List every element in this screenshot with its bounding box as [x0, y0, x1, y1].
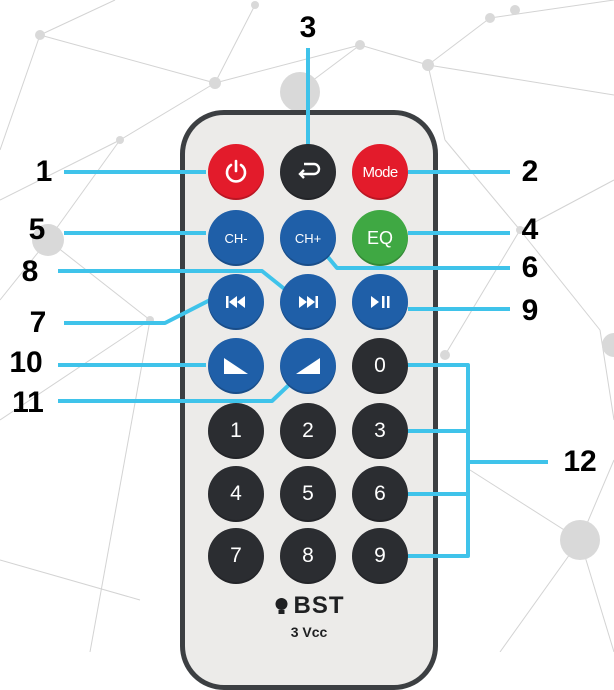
bulb-logo-icon — [275, 598, 288, 614]
callout-7: 7 — [29, 306, 47, 339]
play-pause-button[interactable] — [352, 274, 408, 330]
ch-plus-label: CH+ — [294, 230, 322, 246]
digit-7-button[interactable]: 7 — [208, 528, 264, 584]
skip-next-icon — [299, 296, 318, 308]
digit-9-label: 9 — [374, 544, 386, 567]
volume-up-button[interactable] — [280, 338, 336, 394]
ch-plus-button[interactable]: CH+ — [280, 210, 336, 266]
digit-5-button[interactable]: 5 — [280, 466, 336, 522]
voltage-label: 3 Vcc — [290, 624, 328, 640]
play-pause-icon — [371, 296, 390, 308]
callout-1: 1 — [35, 155, 53, 188]
next-button[interactable] — [280, 274, 336, 330]
volume-down-button[interactable] — [208, 338, 264, 394]
volume-up-icon — [296, 358, 320, 374]
digit-0-button[interactable]: 0 — [352, 338, 408, 394]
brand-name: BST — [293, 592, 345, 619]
ch-minus-label: CH- — [224, 230, 248, 246]
previous-button[interactable] — [208, 274, 264, 330]
power-icon — [225, 159, 247, 183]
volume-down-icon — [224, 358, 248, 374]
ch-minus-button[interactable]: CH- — [208, 210, 264, 266]
digit-1-button[interactable]: 1 — [208, 403, 264, 459]
callout-11: 11 — [12, 386, 44, 419]
return-button[interactable] — [280, 144, 336, 200]
digit-3-label: 3 — [374, 419, 386, 442]
callout-9: 9 — [521, 294, 539, 327]
digit-7-label: 7 — [230, 544, 242, 567]
callout-12: 12 — [563, 445, 597, 478]
digit-9-button[interactable]: 9 — [352, 528, 408, 584]
digit-0-label: 0 — [374, 354, 386, 377]
digit-2-label: 2 — [302, 419, 314, 442]
mode-label: Mode — [362, 163, 398, 181]
brand-logo: BST — [274, 592, 345, 620]
digit-6-button[interactable]: 6 — [352, 466, 408, 522]
digit-1-label: 1 — [230, 419, 242, 442]
mode-button[interactable]: Mode — [352, 144, 408, 200]
return-arrow-icon — [298, 162, 321, 179]
digit-5-label: 5 — [302, 482, 314, 505]
skip-previous-icon — [226, 296, 245, 308]
digit-4-label: 4 — [230, 482, 242, 505]
digit-4-button[interactable]: 4 — [208, 466, 264, 522]
callout-10: 10 — [9, 346, 43, 379]
callout-3: 3 — [299, 11, 317, 44]
callout-6: 6 — [521, 251, 539, 284]
eq-label: EQ — [366, 227, 393, 248]
callout-8: 8 — [21, 255, 39, 288]
power-button[interactable] — [208, 144, 264, 200]
callout-2: 2 — [521, 155, 539, 188]
digit-2-button[interactable]: 2 — [280, 403, 336, 459]
callout-4: 4 — [521, 213, 539, 246]
digit-3-button[interactable]: 3 — [352, 403, 408, 459]
digit-8-button[interactable]: 8 — [280, 528, 336, 584]
digit-6-label: 6 — [374, 482, 386, 505]
digit-8-label: 8 — [302, 544, 314, 567]
eq-button[interactable]: EQ — [352, 210, 408, 266]
callout-5: 5 — [28, 213, 46, 246]
